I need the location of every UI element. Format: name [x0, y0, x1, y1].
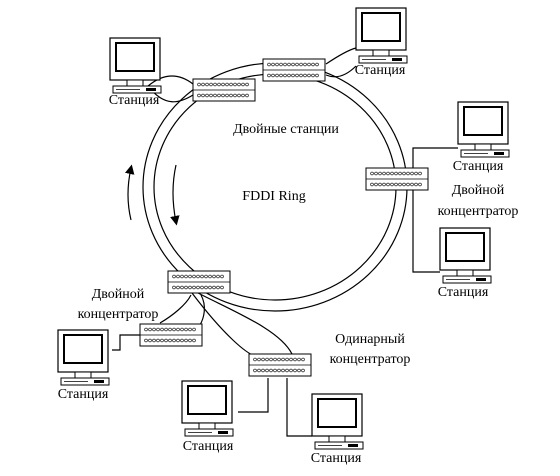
single-concentrator-label-line1: Одинарный [335, 332, 405, 347]
station-label: Станция [453, 159, 504, 174]
station-top-right-icon [355, 7, 408, 64]
dual-concentrator-right-label-line2: концентратор [438, 204, 519, 219]
single-concentrator-label-line2: концентратор [330, 352, 411, 367]
station-label: Станция [438, 285, 489, 300]
station-label: Станция [58, 387, 109, 402]
station-bottom-left-icon [181, 380, 234, 437]
dual-concentrator-right-label-line1: Двойной [452, 183, 505, 198]
dual-concentrator-left-label-line1: Двойной [92, 287, 145, 302]
dual-station-device-1 [192, 78, 256, 102]
station-left-icon [57, 329, 110, 386]
connection-lines [112, 47, 458, 437]
dual-concentrator-device-left-ring [167, 270, 231, 294]
station-bottom-right-icon [311, 393, 364, 450]
station-label: Станция [109, 93, 160, 108]
dual-concentrator-device-left [139, 323, 203, 347]
station-label: Станция [355, 63, 406, 78]
single-concentrator-device [248, 353, 312, 377]
station-label: Станция [183, 439, 234, 454]
ring-direction-arrow-ccw [125, 164, 135, 221]
ring-direction-arrow-cw [170, 164, 180, 226]
dual-station-device-2 [262, 58, 326, 82]
dual-stations-label: Двойные станции [233, 122, 339, 137]
station-right-upper-icon [457, 101, 510, 158]
station-top-left-icon [109, 37, 162, 94]
station-right-lower-icon [439, 227, 492, 284]
station-label: Станция [311, 451, 362, 466]
ring-label: FDDI Ring [242, 189, 305, 204]
dual-concentrator-left-label-line2: концентратор [78, 307, 159, 322]
dual-concentrator-device-right [365, 167, 429, 191]
